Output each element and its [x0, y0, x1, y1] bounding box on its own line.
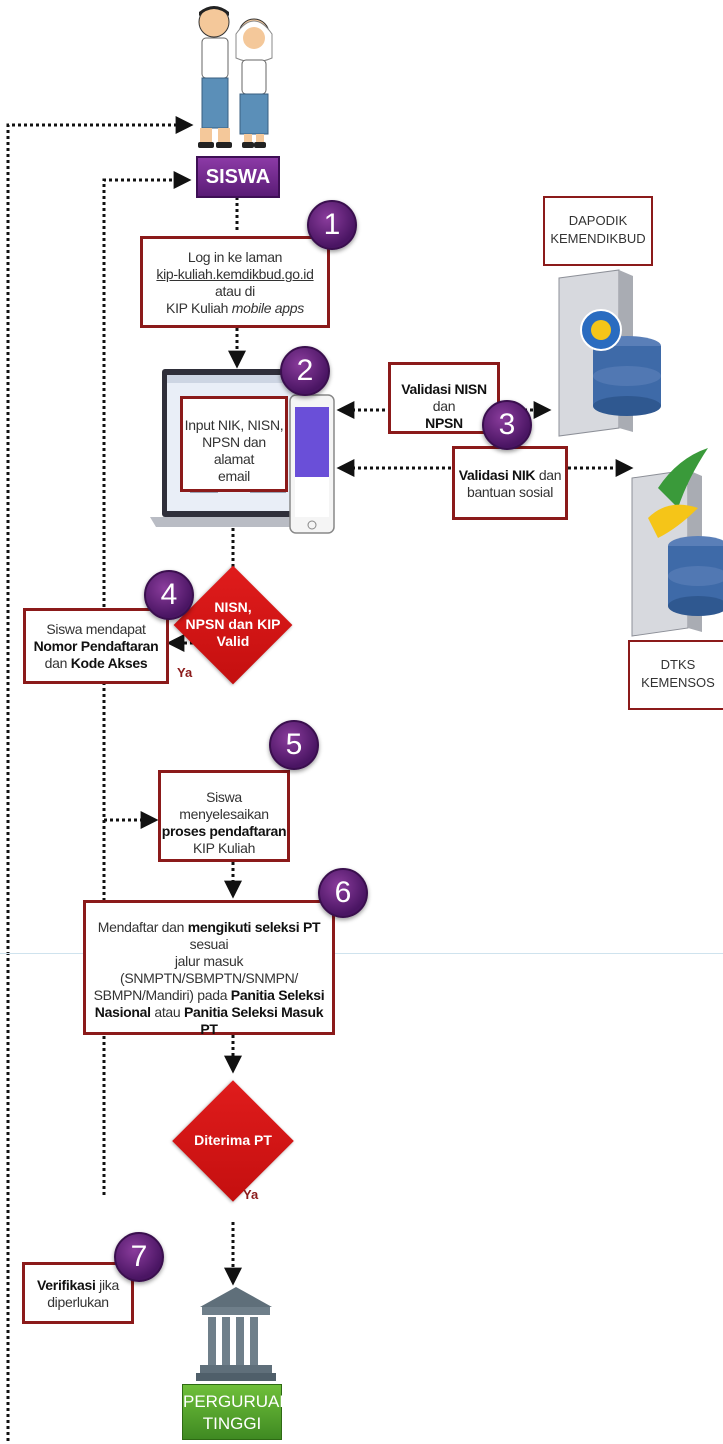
decision1-line2: NPSN dan KIP: [185, 616, 281, 632]
step3b-line2: bantuan sosial: [466, 484, 554, 500]
decision2-text: Diterima PT: [194, 1132, 272, 1148]
step6-line1c: sesuai: [189, 936, 229, 952]
decision1-diamond: NISN, NPSN dan KIP Valid: [168, 560, 298, 690]
step1-text-line1: Log in ke laman: [187, 249, 283, 265]
dapodik-server-icon: [558, 269, 661, 437]
pt-line2: TINGGI: [202, 1414, 262, 1433]
step3b-text: dan: [535, 467, 562, 483]
decision2-diamond: Diterima PT: [168, 1068, 298, 1218]
step3b-box: Validasi NIK dan bantuan sosial: [452, 446, 568, 520]
step1-text-line3: KIP Kuliah: [166, 300, 232, 316]
step3a-box: Validasi NISN dan NPSN: [388, 362, 500, 434]
step3-badge: 3: [482, 400, 532, 450]
step4-line1: Siswa mendapat: [46, 621, 146, 637]
step6-bold4: Panitia Seleksi Masuk PT: [183, 1004, 324, 1037]
step6-line1a: Mendaftar dan: [97, 919, 188, 935]
step2-text-line1: Input NIK, NISN,: [184, 417, 284, 433]
step2-badge: 2: [280, 346, 330, 396]
step7-box: Verifikasi jika diperlukan: [22, 1262, 134, 1324]
decision2-yes-label: Ya: [243, 1187, 259, 1202]
guide-line: [0, 953, 723, 954]
university-building-icon: [196, 1287, 276, 1381]
dapodik-line1: DAPODIK: [568, 213, 628, 228]
step4-badge: 4: [144, 570, 194, 620]
step3b-bold: Validasi NIK: [458, 467, 536, 483]
students-illustration: [198, 6, 273, 148]
step6-line4b: atau: [150, 1004, 184, 1020]
step4-line3: dan: [44, 655, 71, 671]
dtks-server-icon: [631, 448, 723, 637]
step7-line1b: jika: [95, 1277, 119, 1293]
step4-bold: Nomor Pendaftaran: [33, 638, 159, 654]
siswa-label: SISWA: [196, 156, 280, 198]
decision1-line1: NISN,: [214, 599, 252, 615]
pt-line1: PERGURUAN: [183, 1392, 292, 1411]
step5-line1: Siswa menyelesaikan: [179, 789, 269, 822]
step2-box: Input NIK, NISN, NPSN dan alamat email: [180, 396, 288, 492]
step4-bold2: Kode Akses: [70, 655, 148, 671]
step2-text-line3: email: [218, 468, 250, 484]
dapodik-line2: KEMENDIKBUD: [550, 231, 646, 246]
step7-line2: diperlukan: [47, 1294, 109, 1310]
step6-bold3: Nasional: [94, 1004, 151, 1020]
step5-bold: proses pendaftaran: [161, 823, 287, 839]
step1-text-mobile: mobile apps: [231, 300, 305, 316]
step3a-bold: Validasi NISN: [401, 381, 487, 397]
dapodik-label: DAPODIK KEMENDIKBUD: [543, 196, 653, 266]
step6-line3a: SBMPN/Mandiri) pada: [93, 987, 231, 1003]
step6-box: Mendaftar dan mengikuti seleksi PT sesua…: [83, 900, 335, 1037]
step3a-text: dan: [432, 398, 456, 414]
step5-line3: KIP Kuliah: [192, 840, 256, 856]
step6-badge: 6: [318, 868, 368, 918]
step6-bold2: Panitia Seleksi: [230, 987, 325, 1003]
step1-box: Log in ke laman kip-kuliah.kemdikbud.go.…: [140, 236, 330, 328]
step5-badge: 5: [269, 720, 319, 770]
step7-badge: 7: [114, 1232, 164, 1282]
step1-text-line2: atau di: [215, 283, 255, 299]
step7-bold: Verifikasi: [37, 1277, 96, 1293]
decision1-yes-label: Ya: [177, 665, 193, 680]
step1-badge: 1: [307, 200, 357, 250]
pt-label: PERGURUAN TINGGI: [182, 1384, 292, 1440]
dtks-line2: KEMENSOS: [641, 675, 715, 690]
dtks-label: DTKS KEMENSOS: [628, 640, 723, 710]
step2-text-line2: NPSN dan alamat: [202, 434, 266, 467]
step5-box: Siswa menyelesaikan proses pendaftaran K…: [158, 770, 290, 862]
loop-arrow-outer: [6, 116, 194, 1444]
loop-arrow-step4: [102, 171, 192, 1195]
step4-box: Siswa mendapat Nomor Pendaftaran dan Kod…: [23, 608, 169, 684]
step3a-bold2: NPSN: [425, 415, 463, 431]
step6-line2: jalur masuk (SNMPTN/SBMPTN/SNMPN/: [119, 953, 299, 986]
decision1-line3: Valid: [216, 633, 250, 649]
step6-bold1: mengikuti seleksi PT: [187, 919, 321, 935]
step1-link[interactable]: kip-kuliah.kemdikbud.go.id: [156, 266, 314, 282]
dtks-line1: DTKS: [660, 657, 696, 672]
